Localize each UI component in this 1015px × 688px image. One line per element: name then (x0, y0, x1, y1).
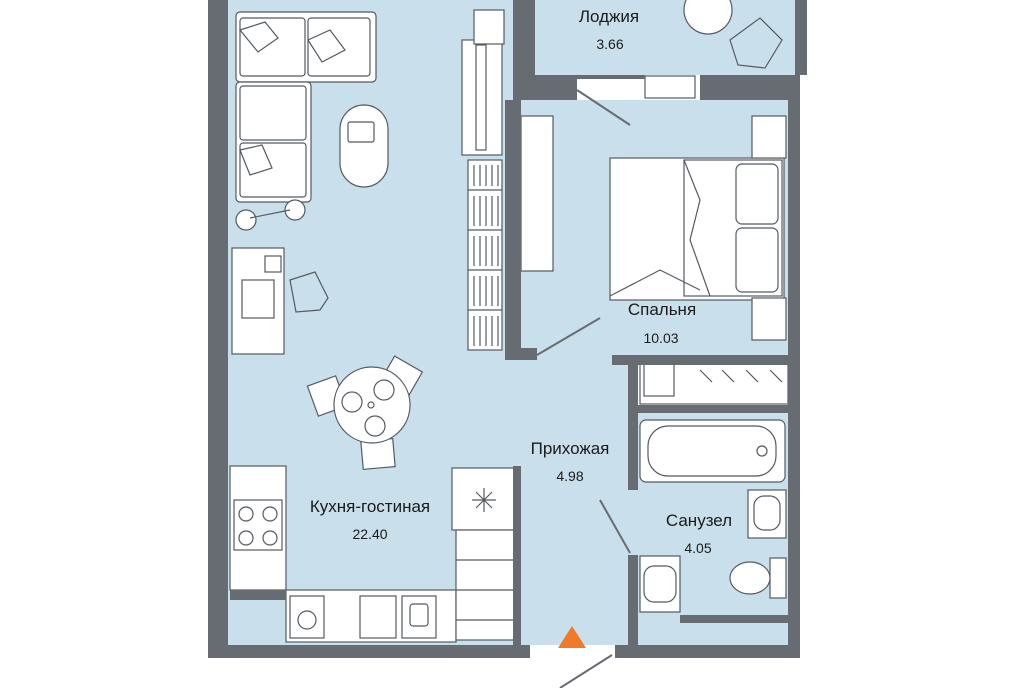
tv-unit (461, 9, 505, 156)
wall-loggia-left (513, 0, 535, 100)
kitchen-cabinets (229, 465, 517, 643)
wall-outer-bottom-left (208, 645, 530, 658)
room-name-kitchen-living: Кухня-гостиная (309, 497, 431, 516)
wall-kitchen-partition (230, 590, 286, 600)
wall-outer-left (208, 0, 228, 658)
room-area-kitchen-living: 22.40 (352, 526, 388, 542)
door-bathroom (599, 499, 631, 554)
wall-loggia-bottom-right (700, 75, 800, 100)
room-name-hallway: Прихожая (530, 439, 610, 458)
loggia-floor (535, 0, 795, 75)
door-bedroom (536, 317, 601, 356)
room-area-hallway: 4.98 (556, 468, 584, 484)
room-name-bathroom: Санузел (665, 511, 733, 530)
wall-outer-bottom-right (615, 645, 800, 658)
walls (208, 0, 807, 658)
room-name-loggia: Лоджия (578, 7, 640, 26)
wall-bath-top (612, 355, 800, 365)
dining-table (306, 355, 424, 470)
furniture (229, 0, 789, 643)
room-area-bathroom: 4.05 (684, 540, 712, 556)
room-area-loggia: 3.66 (596, 36, 624, 52)
room-name-bedroom: Спальня (627, 300, 697, 319)
door-loggia (576, 89, 631, 126)
wall-bedroom-bottom (505, 348, 537, 360)
hallway-floor (513, 355, 633, 645)
wall-loggia-bottom (535, 75, 577, 100)
bathroom-sink (747, 489, 787, 539)
loggia-furniture (644, 0, 783, 99)
wall-outer-right (788, 75, 800, 658)
entrance-arrow-icon (558, 626, 586, 648)
wall-loggia-right (795, 0, 807, 75)
wall-kitchen-right (513, 466, 521, 646)
desk (231, 247, 329, 355)
wall-bedroom-left (505, 100, 521, 360)
bedroom-furniture (520, 115, 787, 341)
wall-bath-mid (638, 405, 788, 413)
wall-window-loggia (577, 75, 645, 79)
wall-bath-inner-bottom (680, 615, 788, 623)
bookshelf (467, 159, 503, 351)
coffee-table (339, 104, 389, 188)
room-area-bedroom: 10.03 (643, 330, 679, 346)
wall-bath-left-low (628, 555, 638, 650)
door-lines (536, 89, 631, 688)
door-entrance (559, 654, 613, 688)
bathtub (639, 419, 786, 483)
sofa (235, 11, 377, 203)
washing-machine (639, 555, 681, 613)
wall-bath-left (628, 360, 638, 490)
toilet (729, 557, 787, 599)
toy-scooter (235, 199, 306, 231)
